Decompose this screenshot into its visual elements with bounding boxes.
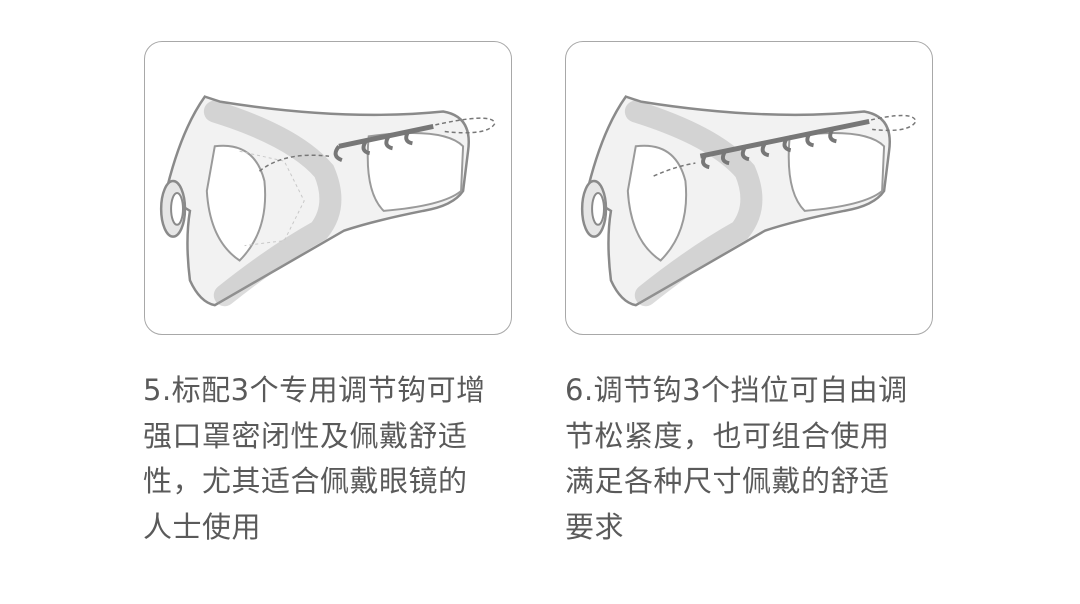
caption-line: 节松紧度，也可组合使用 [565,418,890,453]
caption-2: 6.调节钩3个挡位可自由调 节松紧度，也可组合使用 满足各种尺寸佩戴的舒适 要求 [565,368,945,550]
caption-line: 要求 [565,509,625,544]
mask-illustration-icon [159,95,496,307]
caption-line: 满足各种尺寸佩戴的舒适 [565,464,890,498]
caption-line: 6.调节钩3个挡位可自由调 [565,373,908,407]
illustration-panel-2 [565,41,933,335]
caption-1: 5.标配3个专用调节钩可增 强口罩密闭性及佩戴舒适 性，尤其适合佩戴眼镜的 人士… [143,368,523,550]
mask-illustration-icon [580,95,917,307]
caption-line: 性，尤其适合佩戴眼镜的 [143,464,468,498]
caption-line: 人士使用 [143,509,262,544]
caption-line: 5.标配3个专用调节钩可增 [143,373,486,407]
caption-line: 强口罩密闭性及佩戴舒适 [143,418,468,453]
illustration-panel-1 [144,41,512,335]
